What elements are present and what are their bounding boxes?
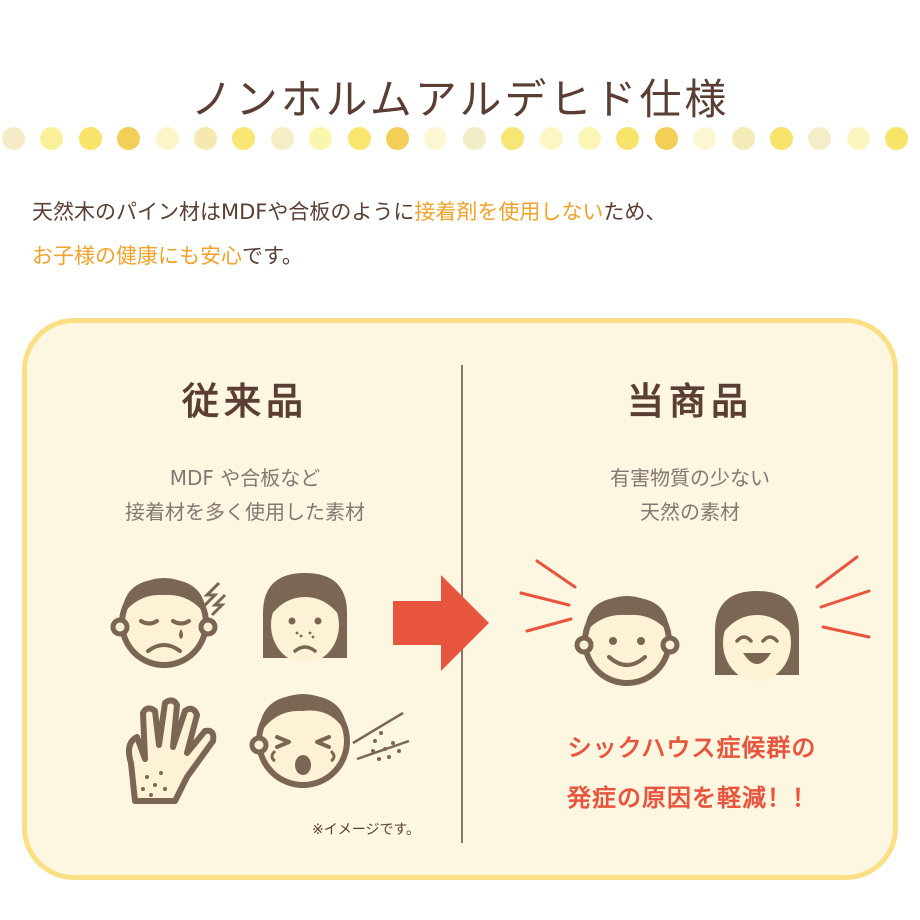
intro-highlight-no-glue: 接着剤を使用しない — [414, 200, 604, 224]
divider-dot — [194, 127, 217, 150]
intro-line-2: お子様の健康にも安心です。 — [32, 234, 666, 278]
intro-text: 天然木のパイン材はMDFや合板のように接着剤を使用しないため、 お子様の健康にも… — [32, 190, 666, 278]
divider-dot — [347, 127, 371, 150]
divider-dot — [2, 127, 25, 150]
crying-boy-icon — [249, 694, 410, 788]
our-product-sub-2: 天然の素材 — [640, 500, 740, 524]
divider-dot — [731, 127, 755, 150]
divider-dot — [462, 127, 486, 150]
divider-dot — [40, 127, 64, 150]
divider-dot — [309, 127, 333, 150]
conventional-heading: 従来品 — [182, 380, 308, 423]
conventional-sub-2: 接着材を多く使用した素材 — [125, 500, 365, 524]
sparkle-lines-right-icon — [815, 555, 871, 639]
arrow-right-icon — [393, 575, 489, 671]
divider-dot — [808, 127, 832, 150]
result-line-1: シックハウス症候群の — [567, 734, 817, 762]
intro-highlight-safe: お子様の健康にも安心 — [32, 244, 242, 268]
our-product-heading: 当商品 — [627, 380, 753, 423]
comparison-panel: 従来品 MDF や合板など 接着材を多く使用した素材 — [22, 318, 898, 880]
divider-dot — [654, 127, 678, 150]
divider-dot — [232, 127, 256, 150]
result-line-2: 発症の原因を軽減！！ — [567, 784, 817, 812]
rash-hand-icon — [126, 697, 217, 804]
divider-dot — [616, 127, 640, 150]
divider-dot — [78, 127, 102, 150]
divider-dot — [578, 127, 601, 150]
divider-dot — [501, 127, 525, 150]
intro-line1-b: ため、 — [603, 200, 667, 224]
divider-dot — [424, 127, 448, 150]
result-message: シックハウス症候群の 発症の原因を軽減！！ — [522, 723, 862, 823]
conventional-description: MDF や合板など 接着材を多く使用した素材 — [85, 461, 405, 529]
intro-line2-b: です。 — [242, 244, 303, 268]
divider-dot — [155, 127, 179, 150]
happy-girl-icon — [715, 591, 799, 681]
image-note: ※イメージです。 — [312, 822, 421, 838]
divider-dot — [270, 127, 294, 150]
sad-girl-icon — [263, 573, 347, 663]
our-product-description: 有害物質の少ない 天然の素材 — [530, 461, 850, 529]
divider-dot — [117, 127, 141, 150]
happy-boy-icon — [574, 596, 680, 686]
intro-line-1: 天然木のパイン材はMDFや合板のように接着剤を使用しないため、 — [32, 190, 666, 234]
sparkle-lines-left-icon — [519, 559, 577, 633]
our-product-sub-1: 有害物質の少ない — [610, 466, 770, 490]
divider-dot — [693, 127, 717, 150]
sad-boy-icon — [110, 578, 227, 668]
page-title: ノンホルムアルデヒド仕様 — [190, 75, 730, 125]
divider-dot — [885, 127, 909, 150]
intro-line1-a: 天然木のパイン材はMDFや合板のように — [32, 200, 415, 224]
conventional-sub-1: MDF や合板など — [169, 466, 321, 490]
dot-divider — [0, 125, 920, 153]
divider-dot — [386, 127, 409, 150]
divider-dot — [770, 127, 793, 150]
divider-dot — [846, 127, 870, 150]
divider-dot — [539, 127, 563, 150]
